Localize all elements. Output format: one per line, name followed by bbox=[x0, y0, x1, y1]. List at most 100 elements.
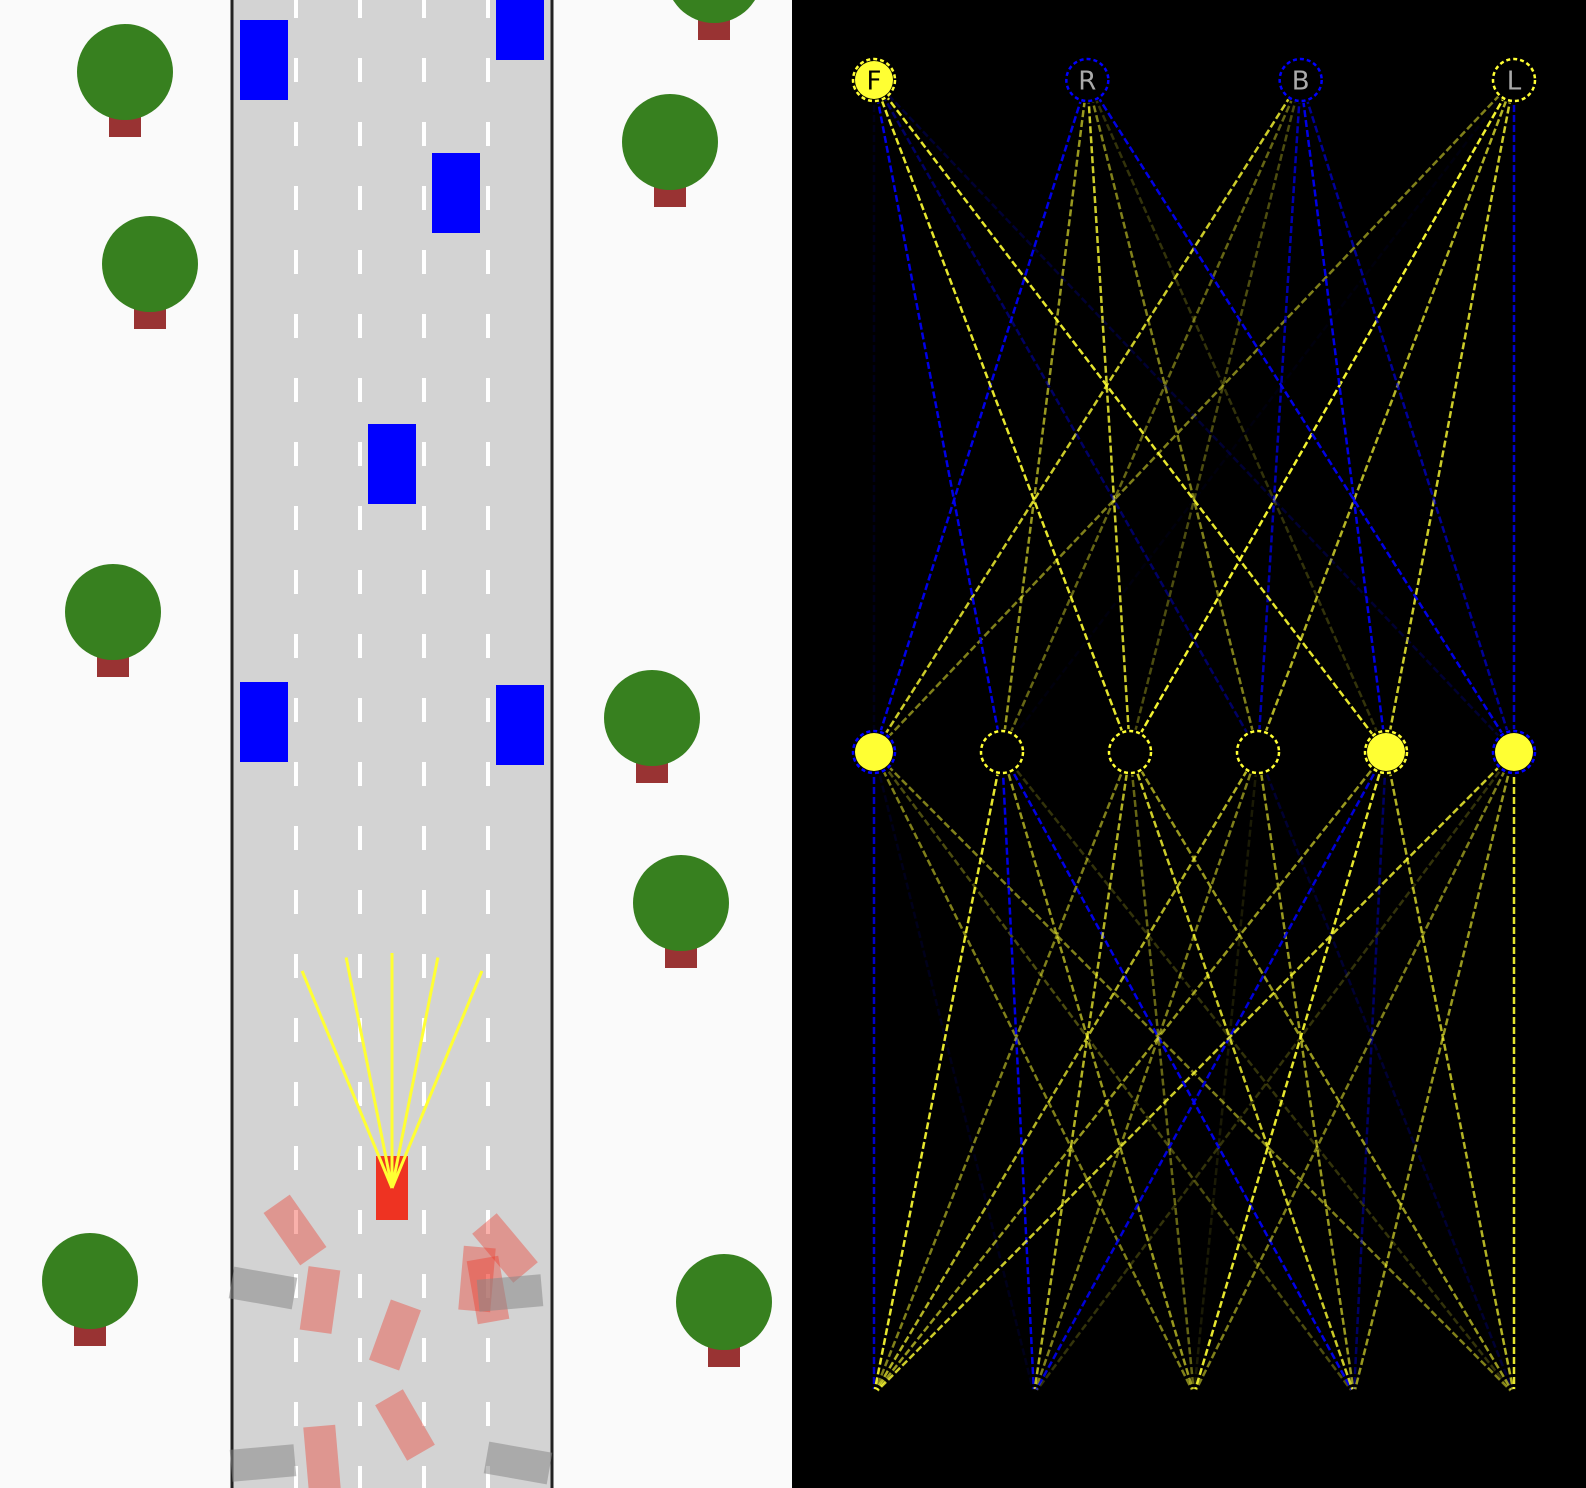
connections bbox=[872, 79, 1516, 1395]
node-bias-ring bbox=[979, 729, 1025, 775]
output-node-label: B bbox=[1292, 67, 1310, 97]
node-core bbox=[1367, 733, 1405, 771]
connection-hidden-output bbox=[1086, 79, 1132, 753]
sensor-ray bbox=[300, 970, 394, 1189]
tree-foliage bbox=[676, 1254, 772, 1350]
input-node bbox=[1349, 1389, 1359, 1399]
input-node bbox=[1509, 1389, 1519, 1399]
connection-hidden-output bbox=[1256, 79, 1302, 753]
node-core bbox=[1281, 61, 1320, 99]
traffic-car bbox=[368, 424, 416, 504]
connection-input-hidden bbox=[872, 751, 1004, 1395]
ghost-car bbox=[375, 1389, 435, 1461]
tree bbox=[77, 24, 173, 137]
node-core bbox=[1495, 61, 1533, 99]
connection-input-hidden bbox=[1128, 751, 1196, 1395]
ghost-car bbox=[263, 1194, 327, 1266]
sensor-ray bbox=[344, 957, 394, 1189]
damaged-car bbox=[483, 1441, 553, 1485]
connection-input-hidden bbox=[1000, 751, 1196, 1395]
road-canvas bbox=[42, 0, 772, 1488]
tree-foliage bbox=[42, 1233, 138, 1329]
hidden-node bbox=[979, 729, 1025, 775]
output-node: F bbox=[851, 57, 897, 103]
connection-input-hidden bbox=[1192, 751, 1388, 1395]
connection-hidden-output bbox=[1086, 79, 1388, 753]
traffic-car bbox=[240, 20, 288, 100]
connection-input-hidden bbox=[1032, 751, 1260, 1395]
node-bias-ring bbox=[851, 729, 897, 775]
output-node-label: R bbox=[1078, 67, 1096, 97]
traffic-car bbox=[496, 685, 544, 765]
connection-input-hidden bbox=[873, 751, 1515, 1395]
damaged-car bbox=[476, 1274, 544, 1312]
hidden-node bbox=[1107, 729, 1153, 775]
node-core bbox=[1239, 733, 1277, 771]
connection-input-hidden bbox=[1128, 751, 1356, 1395]
traffic-car bbox=[496, 0, 544, 60]
damaged-car bbox=[228, 1266, 298, 1310]
tree-foliage bbox=[604, 670, 700, 766]
connection-hidden-output bbox=[1256, 79, 1516, 753]
ghost-car bbox=[369, 1299, 421, 1371]
connection-hidden-output bbox=[1384, 79, 1516, 753]
connection-input-hidden bbox=[1352, 751, 1516, 1395]
tree bbox=[604, 670, 700, 783]
connection-input-hidden bbox=[872, 751, 1260, 1395]
input-node bbox=[1189, 1389, 1199, 1399]
connection-hidden-output bbox=[1000, 79, 1302, 753]
node-core bbox=[983, 733, 1021, 771]
hidden-node bbox=[1235, 729, 1281, 775]
input-node bbox=[869, 1389, 879, 1399]
connection-hidden-output bbox=[1000, 79, 1089, 753]
connection-input-hidden bbox=[1192, 751, 1260, 1395]
connection-hidden-output bbox=[1086, 79, 1516, 753]
tree-foliage bbox=[102, 216, 198, 312]
connection-input-hidden bbox=[1000, 751, 1036, 1395]
connection-hidden-output bbox=[1086, 79, 1260, 753]
node-core bbox=[855, 61, 893, 99]
connection-hidden-output bbox=[872, 79, 1132, 753]
sensor-ray bbox=[390, 957, 440, 1189]
tree-foliage bbox=[633, 855, 729, 951]
tree bbox=[673, 0, 755, 40]
tree bbox=[622, 94, 718, 207]
ghost-car bbox=[299, 1266, 341, 1334]
connection-hidden-output bbox=[873, 79, 1515, 753]
connection-input-hidden bbox=[872, 751, 1036, 1395]
connection-hidden-output bbox=[872, 79, 1004, 753]
node-bias-ring bbox=[1491, 729, 1537, 775]
connection-input-hidden bbox=[1032, 751, 1516, 1395]
tree bbox=[102, 216, 198, 329]
tree bbox=[42, 1233, 138, 1346]
connection-input-hidden bbox=[1256, 751, 1516, 1395]
output-node: B bbox=[1277, 57, 1324, 103]
node-core bbox=[1495, 733, 1533, 771]
input-node bbox=[1029, 1389, 1039, 1399]
connection-hidden-output bbox=[1128, 79, 1302, 753]
traffic-car bbox=[240, 682, 288, 762]
node-bias-ring bbox=[851, 57, 897, 103]
connection-input-hidden bbox=[1000, 751, 1356, 1395]
connection-hidden-output bbox=[1001, 79, 1515, 753]
connection-input-hidden bbox=[1001, 751, 1515, 1395]
connection-input-hidden bbox=[873, 751, 1387, 1395]
connection-hidden-output bbox=[872, 79, 1302, 753]
tree bbox=[65, 564, 161, 677]
output-node-label: F bbox=[867, 67, 882, 97]
connection-input-hidden bbox=[1128, 751, 1516, 1395]
connection-input-hidden bbox=[1384, 751, 1516, 1395]
hidden-node bbox=[1491, 729, 1537, 775]
connection-input-hidden bbox=[1032, 751, 1388, 1395]
node-core bbox=[1111, 733, 1149, 771]
connection-input-hidden bbox=[1256, 751, 1356, 1395]
tree-foliage bbox=[65, 564, 161, 660]
sensor-ray bbox=[390, 970, 484, 1189]
connection-input-hidden bbox=[872, 751, 1132, 1395]
node-bias-ring bbox=[1235, 729, 1281, 775]
connection-input-hidden bbox=[1352, 751, 1388, 1395]
tree bbox=[676, 1254, 772, 1367]
tree-foliage bbox=[77, 24, 173, 120]
